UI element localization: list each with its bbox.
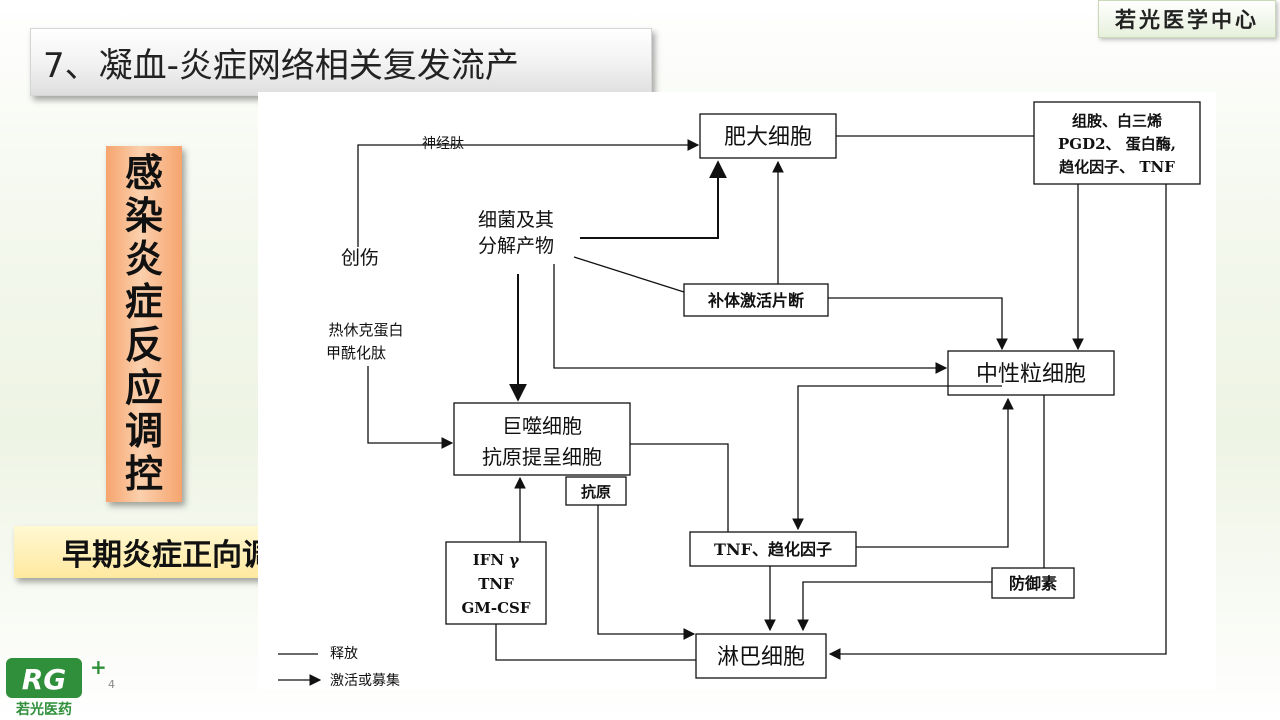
page-number: 4 [108, 678, 115, 691]
defensin-label: 防御素 [1009, 574, 1057, 593]
macrophage-line-1: 巨噬细胞 [502, 414, 582, 438]
side-banner-char: 应 [124, 366, 163, 410]
side-banner-char: 炎 [124, 237, 163, 281]
logo-name: 若光医药 [15, 701, 72, 718]
edge-tnf-neutrophil [856, 397, 1014, 548]
defensin-box [991, 567, 1075, 599]
edge-bacteria-neutrophil [553, 264, 948, 374]
antigen-label: 抗原 [581, 483, 611, 501]
macrophage-line-2: 抗原提呈细胞 [482, 445, 602, 469]
cytokines-line-3: GM-CSF [461, 599, 530, 617]
mediators-box [1033, 101, 1201, 185]
tnf-chemokine-box [689, 531, 857, 567]
slide-title: 7、凝血-炎症网络相关复发流产 [30, 28, 652, 96]
cytokines-line-1: IFN γ [473, 551, 520, 569]
cytokines-line-2: TNF [478, 575, 514, 593]
lymphocyte-box [695, 633, 827, 679]
bacteria-line-2: 分解产物 [478, 235, 554, 257]
neuropeptide-label: 神经肽 [422, 136, 464, 152]
diagram-panel: 肥大细胞 组胺、白三烯 PGD2、 蛋白酶, 趋化因子、 TNF 细菌及其 分解… [258, 92, 1216, 690]
mediators-line-2: PGD2、 蛋白酶, [1058, 135, 1176, 153]
edge-defensin-lymphocyte [797, 581, 992, 632]
edge-bacteria-complement [573, 256, 685, 293]
svg-text:+: + [90, 656, 107, 679]
legend-release-label: 释放 [330, 646, 358, 662]
edge-neuropeptide [357, 139, 700, 247]
edge-mediators-lymphocyte [828, 184, 1167, 660]
antigen-box [565, 476, 627, 506]
heatshock-line-2: 甲酰化肽 [326, 344, 386, 362]
edge-heatshock-macrophage [367, 366, 454, 449]
edge-bacteria-mast [580, 160, 727, 239]
mediators-line-3: 趋化因子、 TNF [1059, 158, 1175, 176]
side-banner-char: 感 [124, 151, 163, 195]
edge-antigen-lymphocyte [597, 505, 696, 640]
heatshock-line-1: 热休克蛋白 [328, 321, 403, 339]
trauma-label: 创伤 [341, 247, 379, 269]
side-banner-char: 染 [124, 194, 163, 238]
lymphocyte-label: 淋巴细胞 [717, 645, 805, 670]
side-banner-char: 调 [124, 409, 163, 453]
edge-neutrophil-tnf [792, 385, 1002, 531]
mediators-line-1: 组胺、白三烯 [1072, 112, 1162, 130]
brand-tab: 若光医学中心 [1098, 0, 1276, 38]
complement-box [683, 283, 829, 317]
edge-macrophage-tnf [630, 443, 729, 532]
neutrophil-box [947, 350, 1115, 396]
company-logo: RG + 若光医药 [6, 656, 107, 718]
tnf-chemokine-label: TNF、趋化因子 [714, 540, 832, 559]
edge-complement-neutrophil [828, 297, 1008, 351]
complement-label: 补体激活片断 [707, 291, 804, 310]
logo-mark: RG [22, 663, 67, 696]
edge-cytokines-lymphocyte [495, 624, 696, 661]
neutrophil-label: 中性粒细胞 [976, 362, 1086, 387]
side-banner-char: 控 [124, 452, 163, 496]
mast-cell-label: 肥大细胞 [724, 125, 812, 150]
side-banner-char: 症 [124, 280, 163, 324]
inflammation-network-diagram: 肥大细胞 组胺、白三烯 PGD2、 蛋白酶, 趋化因子、 TNF 细菌及其 分解… [278, 101, 1201, 689]
macrophage-box [453, 402, 631, 476]
bacteria-line-1: 细菌及其 [478, 209, 554, 231]
side-banner: 感染炎症反应调控 [106, 146, 182, 502]
side-banner-char: 反 [124, 323, 163, 367]
legend-activate-label: 激活或募集 [330, 672, 400, 689]
